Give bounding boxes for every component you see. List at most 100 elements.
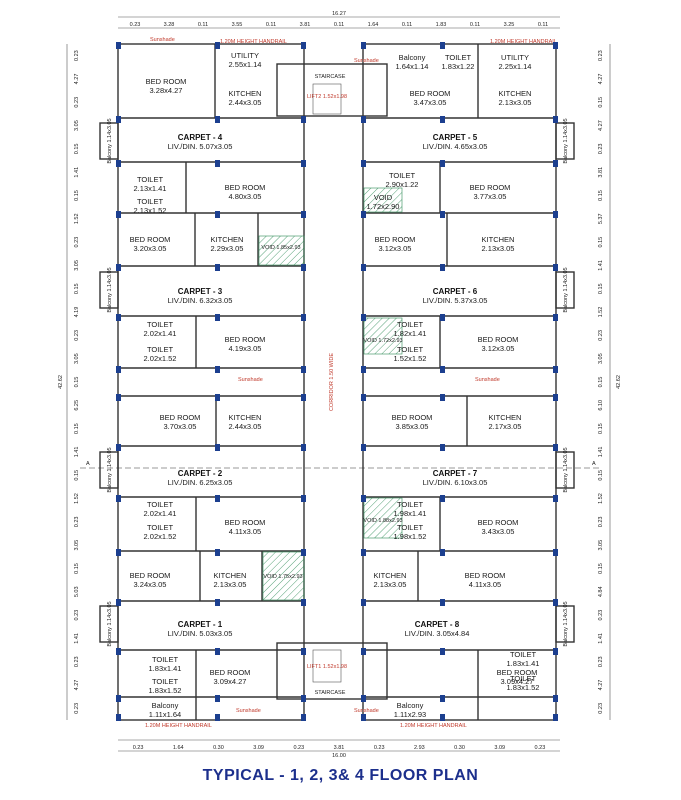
column bbox=[553, 264, 558, 271]
column bbox=[440, 599, 445, 606]
sunshade-note-5: Sunshade bbox=[236, 708, 261, 714]
column bbox=[361, 549, 366, 556]
room-name: CARPET - 2 bbox=[178, 469, 223, 478]
room-name: BED ROOM bbox=[470, 183, 511, 192]
column bbox=[116, 444, 121, 451]
room-size: LIV./DIN. 6.10x3.05 bbox=[423, 478, 488, 487]
column bbox=[440, 648, 445, 655]
void-label-3: VOID 1.75x2.93 bbox=[263, 574, 302, 580]
dimension-label: 0.15 bbox=[74, 563, 80, 574]
dimension-label: 0.23 bbox=[74, 610, 80, 621]
column bbox=[361, 714, 366, 721]
room-name: TOILET bbox=[147, 500, 174, 509]
column bbox=[553, 695, 558, 702]
room-name: TOILET bbox=[397, 500, 424, 509]
room-size: LIV./DIN. 6.25x3.05 bbox=[168, 478, 233, 487]
room-size: 1.72x2.90 bbox=[367, 202, 400, 211]
dimension-label: 1.52 bbox=[598, 493, 604, 504]
column bbox=[301, 314, 306, 321]
column bbox=[440, 160, 445, 167]
room-name: CARPET - 7 bbox=[433, 469, 478, 478]
dimension-label: 3.81 bbox=[598, 167, 604, 178]
dimension-label: 0.23 bbox=[598, 517, 604, 528]
room-name: BED ROOM bbox=[478, 335, 519, 344]
notes: Sunshade Sunshade Sunshade Sunshade Suns… bbox=[145, 37, 557, 729]
column bbox=[116, 599, 121, 606]
room-size: 2.90x1.22 bbox=[386, 180, 419, 189]
dimension-label: 1.41 bbox=[598, 633, 604, 644]
room-name: VOID bbox=[374, 193, 393, 202]
dimension-label: 1.52 bbox=[598, 307, 604, 318]
staircase-label-bottom: STAIRCASE bbox=[315, 690, 346, 696]
room-name: BED ROOM bbox=[160, 413, 201, 422]
room-name: TOILET bbox=[397, 345, 424, 354]
column bbox=[440, 42, 445, 49]
column bbox=[116, 116, 121, 123]
dimension-label: 3.05 bbox=[74, 540, 80, 551]
column bbox=[553, 495, 558, 502]
column bbox=[215, 394, 220, 401]
room-size: 4.80x3.05 bbox=[229, 192, 262, 201]
column bbox=[361, 42, 366, 49]
dimension-label: 0.15 bbox=[74, 283, 80, 294]
room-name: BED ROOM bbox=[130, 235, 171, 244]
room-size: 1.83x1.52 bbox=[507, 683, 540, 692]
column bbox=[116, 394, 121, 401]
column bbox=[361, 264, 366, 271]
dimension-label: 0.23 bbox=[74, 703, 80, 714]
room-name: BED ROOM bbox=[375, 235, 416, 244]
dimension-label: 3.05 bbox=[598, 540, 604, 551]
column bbox=[553, 714, 558, 721]
column bbox=[361, 314, 366, 321]
room-name: CARPET - 5 bbox=[433, 133, 478, 142]
room-name: TOILET bbox=[147, 320, 174, 329]
room-size: LIV./DIN. 6.32x3.05 bbox=[168, 296, 233, 305]
section-a-right: A bbox=[592, 461, 596, 467]
column bbox=[553, 648, 558, 655]
room-name: TOILET bbox=[510, 650, 537, 659]
staircase-label-top: STAIRCASE bbox=[315, 74, 346, 80]
dimension-label: 0.23 bbox=[74, 656, 80, 667]
dimension-label: 1.64 bbox=[368, 22, 379, 28]
column bbox=[215, 495, 220, 502]
side-balcony-5: Balcony 1.14x3.05 bbox=[563, 118, 569, 163]
room-name: TOILET bbox=[147, 345, 174, 354]
room-size: 1.11x1.64 bbox=[149, 710, 181, 719]
handrail-note-4: 1.20M HEIGHT HANDRAIL bbox=[400, 723, 467, 729]
column bbox=[215, 549, 220, 556]
dimension-label: 0.23 bbox=[74, 97, 80, 108]
left-wing-walls bbox=[117, 43, 557, 721]
room-size: 2.02x1.41 bbox=[144, 509, 177, 518]
dimension-label: 0.15 bbox=[74, 470, 80, 481]
column bbox=[116, 648, 121, 655]
room-name: BED ROOM bbox=[410, 89, 451, 98]
room-name: TOILET bbox=[389, 171, 416, 180]
room-size: 2.29x3.05 bbox=[211, 244, 244, 253]
dimension-label: 0.23 bbox=[598, 330, 604, 341]
dimension-label: 0.15 bbox=[74, 144, 80, 155]
column bbox=[440, 264, 445, 271]
dimension-label: 0.30 bbox=[213, 745, 224, 751]
dimension-label: 1.64 bbox=[173, 745, 184, 751]
room-size: 3.43x3.05 bbox=[482, 527, 515, 536]
room-size: 2.44x3.05 bbox=[229, 422, 262, 431]
column bbox=[301, 648, 306, 655]
side-balcony-2: Balcony 1.14x3.05 bbox=[107, 267, 113, 312]
column bbox=[301, 160, 306, 167]
dimension-label: 4.27 bbox=[598, 74, 604, 85]
room-size: 1.82x1.41 bbox=[394, 329, 427, 338]
dimension-label: 3.25 bbox=[504, 22, 515, 28]
dimension-label: 0.11 bbox=[470, 22, 480, 28]
handrail-note-3: 1.20M HEIGHT HANDRAIL bbox=[145, 723, 212, 729]
dimension-label: 1.41 bbox=[598, 260, 604, 271]
column bbox=[215, 648, 220, 655]
room-name: KITCHEN bbox=[489, 413, 522, 422]
dimension-label: 0.23 bbox=[130, 22, 141, 28]
column bbox=[553, 211, 558, 218]
room-size: 3.47x3.05 bbox=[414, 98, 447, 107]
dimension-label: 4.27 bbox=[74, 680, 80, 691]
room-size: 1.83x1.41 bbox=[507, 659, 540, 668]
column bbox=[301, 444, 306, 451]
void-label-1: VOID 1.85x2.93 bbox=[261, 245, 300, 251]
